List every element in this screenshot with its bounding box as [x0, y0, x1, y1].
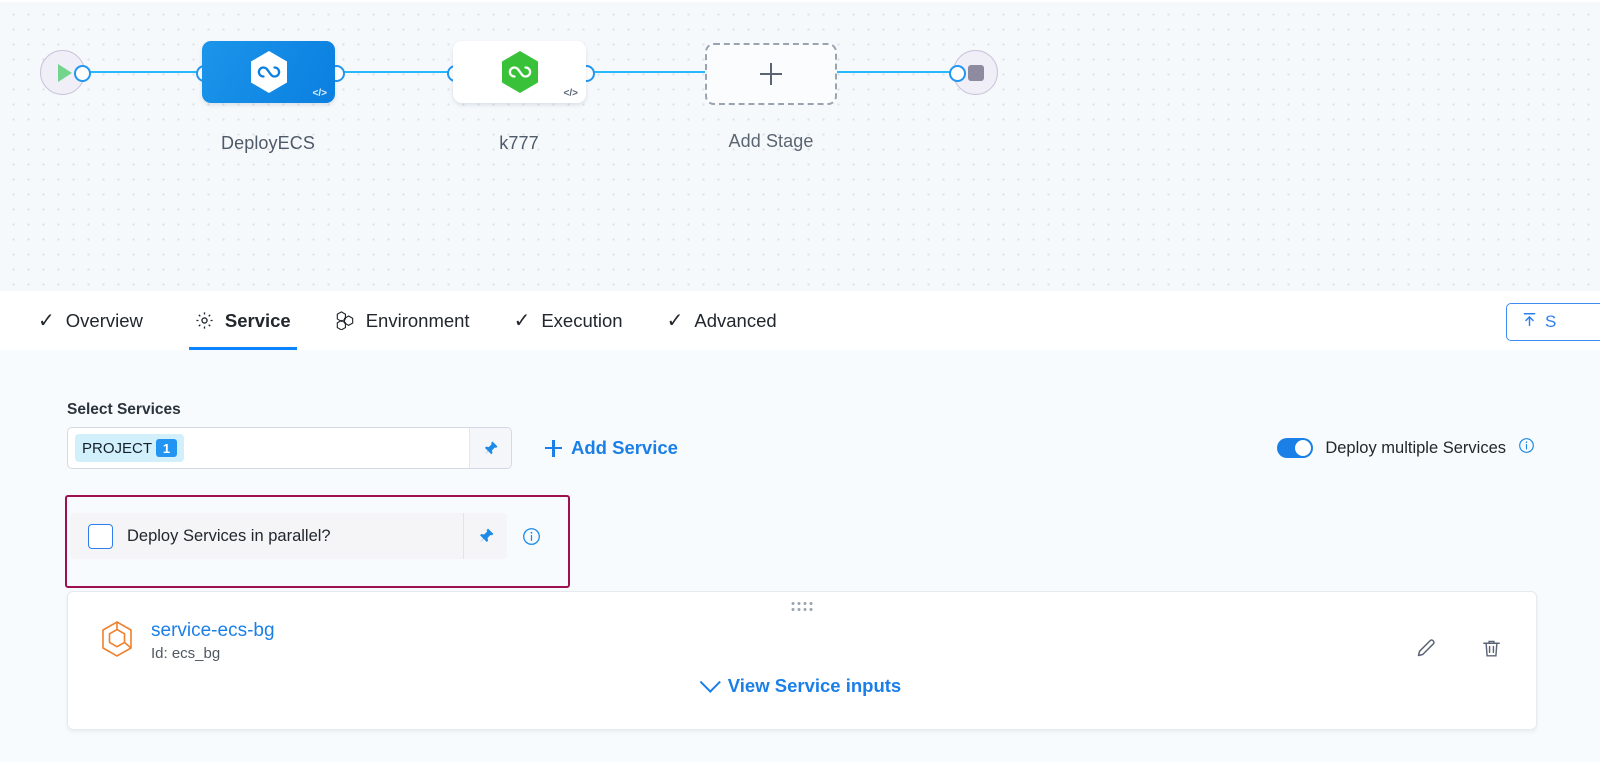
- check-icon: ✓: [38, 309, 55, 332]
- tab-overview[interactable]: ✓ Overview: [38, 291, 143, 350]
- deploy-parallel-row[interactable]: Deploy Services in parallel?: [70, 513, 507, 559]
- chip-count-badge: 1: [156, 439, 178, 457]
- parallel-highlight-box: Deploy Services in parallel?: [65, 495, 570, 588]
- service-id-text: Id: ecs_bg: [151, 645, 221, 662]
- add-stage-label: Add Stage: [728, 131, 814, 151]
- pipeline-edge: [330, 71, 458, 73]
- hexagon-infinity-icon: [250, 51, 287, 93]
- gear-icon: [195, 311, 214, 330]
- connector-port[interactable]: [74, 65, 91, 82]
- stage-node-deployecs[interactable]: </>: [202, 41, 335, 103]
- play-icon: [57, 63, 72, 82]
- plus-icon: [759, 62, 783, 86]
- tab-advanced-label: Advanced: [694, 309, 777, 331]
- save-upload-icon: [1521, 311, 1538, 333]
- tab-service[interactable]: Service: [188, 291, 297, 350]
- plus-icon: [545, 439, 562, 457]
- tab-execution-label: Execution: [541, 309, 623, 331]
- pin-button[interactable]: [469, 428, 511, 468]
- info-icon[interactable]: [1518, 437, 1535, 459]
- add-service-label: Add Service: [571, 437, 678, 458]
- chip-label: PROJECT: [82, 439, 153, 457]
- deploy-multiple-services-toggle[interactable]: [1277, 438, 1314, 458]
- hexagon-cluster-icon: [335, 311, 355, 330]
- pin-icon: [479, 528, 493, 543]
- stage-label-k777: k777: [499, 133, 539, 153]
- tab-bar: ✓ Overview Service Environment: [0, 291, 1600, 351]
- check-icon: ✓: [666, 309, 684, 332]
- tab-advanced[interactable]: ✓ Advanced: [667, 291, 777, 350]
- service-panel: Select Services PROJECT 1 Add Service De…: [0, 350, 1600, 762]
- connector-port[interactable]: [949, 65, 966, 82]
- selected-service-chip[interactable]: PROJECT 1: [75, 434, 185, 462]
- save-button-label: S: [1545, 312, 1557, 331]
- toggle-knob: [1295, 440, 1312, 456]
- tab-service-label: Service: [224, 309, 291, 331]
- service-identity: service-ecs-bg Id: ecs_bg: [99, 620, 275, 662]
- stage-node-k777[interactable]: </>: [453, 41, 586, 103]
- pin-icon: [484, 441, 498, 455]
- code-view-icon[interactable]: </>: [563, 88, 578, 99]
- tab-execution[interactable]: ✓ Execution: [514, 291, 623, 350]
- select-services-label: Select Services: [67, 401, 181, 418]
- drag-handle-icon[interactable]: [791, 602, 813, 611]
- pipeline-canvas[interactable]: </> </> DeployECS k777 Add Stage: [0, 0, 1600, 292]
- hexagon-infinity-icon: [501, 51, 538, 93]
- stage-label-deployecs: DeployECS: [221, 133, 315, 153]
- pipeline-edge: [580, 71, 710, 73]
- pencil-icon[interactable]: [1414, 636, 1438, 665]
- service-card-actions: [1414, 636, 1503, 665]
- check-icon: ✓: [513, 309, 531, 332]
- tab-environment[interactable]: Environment: [335, 291, 470, 350]
- deploy-parallel-label: Deploy Services in parallel?: [127, 526, 331, 545]
- info-icon[interactable]: [522, 527, 541, 551]
- code-view-icon[interactable]: </>: [312, 88, 327, 99]
- chevron-down-icon: [699, 671, 721, 693]
- deploy-multiple-services-label: Deploy multiple Services: [1325, 438, 1506, 457]
- service-card[interactable]: service-ecs-bg Id: ecs_bg: [67, 591, 1537, 730]
- deploy-multiple-services-row[interactable]: Deploy multiple Services: [1277, 437, 1535, 459]
- service-hexagon-icon: [102, 621, 132, 657]
- pin-button[interactable]: [463, 513, 507, 559]
- view-service-inputs-button[interactable]: View Service inputs: [699, 671, 902, 697]
- pipeline-edge: [826, 71, 958, 73]
- service-name-link[interactable]: service-ecs-bg: [151, 620, 275, 641]
- add-service-button[interactable]: Add Service: [545, 437, 678, 459]
- tab-overview-label: Overview: [65, 309, 143, 331]
- stop-icon: [967, 64, 984, 81]
- pipeline-edge: [80, 71, 210, 73]
- select-services-input[interactable]: PROJECT 1: [67, 427, 512, 469]
- deploy-parallel-checkbox[interactable]: [88, 523, 113, 549]
- save-button[interactable]: S: [1506, 303, 1600, 341]
- tab-environment-label: Environment: [365, 309, 470, 331]
- trash-icon[interactable]: [1480, 637, 1503, 665]
- view-service-inputs-label: View Service inputs: [727, 675, 902, 696]
- add-stage-button[interactable]: [705, 43, 837, 105]
